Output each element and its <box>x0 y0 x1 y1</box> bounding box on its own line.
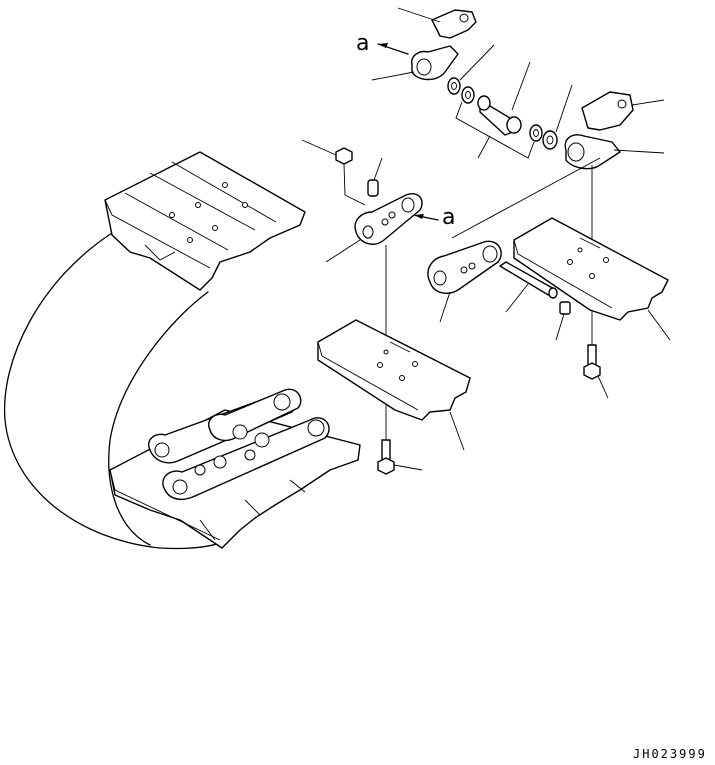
master-link-half-top <box>397 7 477 39</box>
track-nut <box>301 139 366 206</box>
master-link-half-right <box>581 91 665 131</box>
callout-letter-a-upper: a <box>356 31 369 56</box>
drawing-code: JH023999 <box>633 747 707 761</box>
spring-pin <box>367 157 383 197</box>
shoe-bolt-right <box>583 344 609 399</box>
master-pin <box>499 261 558 313</box>
group-bracket <box>455 101 535 159</box>
link-right-end <box>451 134 665 239</box>
track-chain-lower <box>109 388 361 549</box>
track-shoe-right <box>513 217 671 341</box>
master-link-right <box>427 240 502 323</box>
master-link-middle <box>325 193 423 263</box>
track-shoe-upper <box>104 151 306 291</box>
callout-a-upper: a <box>356 31 409 56</box>
link-bushing-end <box>371 45 459 81</box>
bushing-pin <box>477 61 531 136</box>
seal-ring-lower <box>529 84 573 150</box>
seal-ring-upper-2 <box>461 86 475 104</box>
seal-ring-upper <box>447 44 495 95</box>
shoe-bolt-middle <box>377 439 423 475</box>
track-shoe-middle <box>317 319 471 451</box>
callout-a-middle: a <box>413 205 455 230</box>
track-chain-loop <box>3 151 361 550</box>
spring-pin-right <box>555 301 571 341</box>
callout-letter-a-middle: a <box>442 205 455 230</box>
